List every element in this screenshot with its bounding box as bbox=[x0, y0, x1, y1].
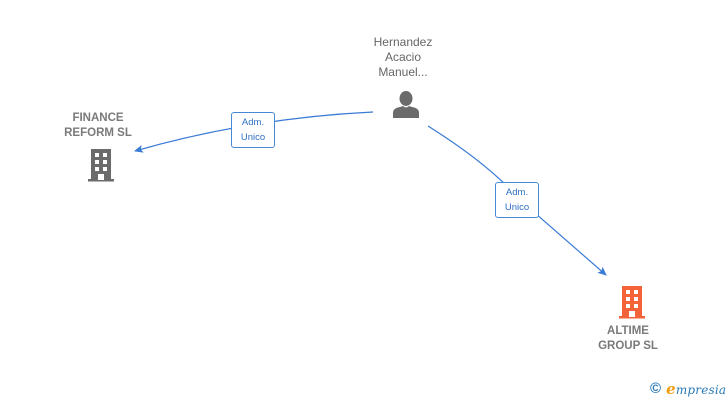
finance-reform-node-label[interactable]: FINANCE REFORM SL bbox=[64, 112, 132, 139]
empresia-watermark[interactable]: © empresia bbox=[650, 379, 726, 399]
edge-label-adm-unico[interactable]: Adm. Unico bbox=[231, 112, 275, 148]
edge-label-adm-unico[interactable]: Adm. Unico bbox=[495, 182, 539, 218]
altime-group-node-label[interactable]: ALTIME GROUP SL bbox=[598, 325, 658, 352]
copyright-icon: © bbox=[650, 380, 662, 397]
empresia-logo: empresia bbox=[666, 380, 726, 398]
brand-initial: e bbox=[666, 380, 676, 398]
building-icon-highlighted[interactable] bbox=[616, 284, 648, 319]
person-icon[interactable] bbox=[391, 89, 421, 119]
brand-text: mpresia bbox=[675, 383, 727, 397]
person-node-label[interactable]: Hernandez Acacio Manuel... bbox=[373, 35, 433, 79]
building-icon[interactable] bbox=[85, 147, 117, 182]
